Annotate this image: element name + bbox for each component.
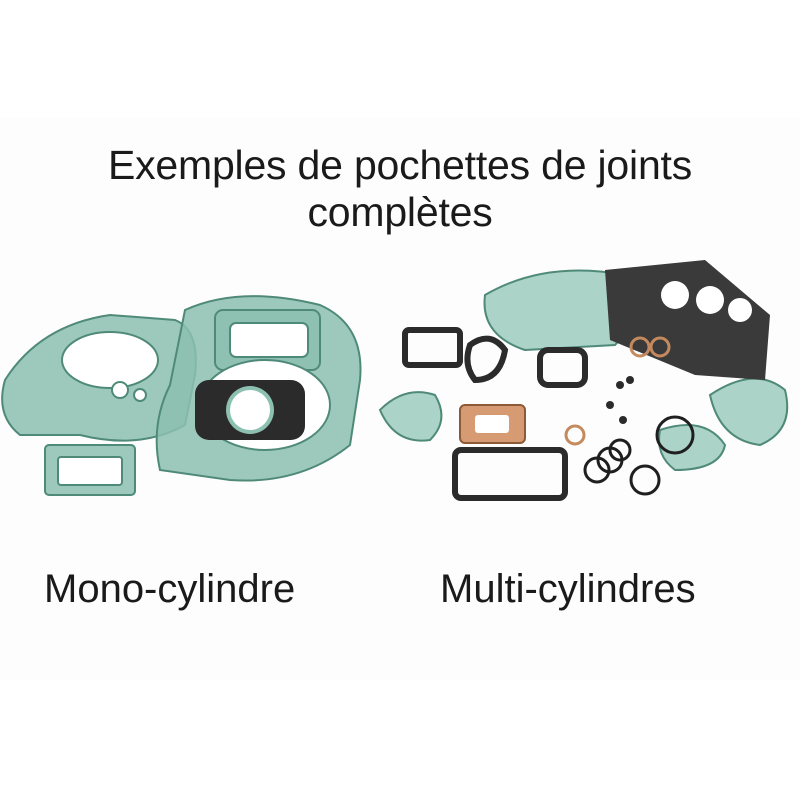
caption-mono-cylinder: Mono-cylindre [44,567,296,611]
caption-multi-cylinder: Multi-cylindres [440,567,696,611]
multi-cylinder-gasket-photo [378,260,789,501]
mono-cylinder-gasket-photo [1,295,362,496]
page-title: Exemples de pochettes de joints complète… [0,142,800,236]
title-line-1: Exemples de pochettes de joints [107,142,693,188]
title-line-2: complètes [307,189,493,235]
